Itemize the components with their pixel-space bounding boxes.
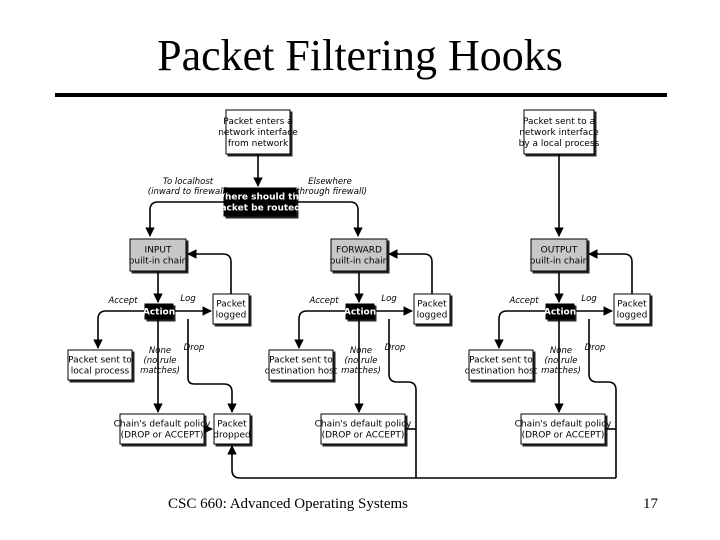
output-chain-box-rect	[530, 238, 588, 272]
input-edge-drop	[187, 319, 237, 413]
output-policy-box-rect	[520, 413, 606, 445]
page-number: 17	[643, 496, 658, 512]
slide-title: Packet Filtering Hooks	[157, 31, 563, 80]
forward-action-box-label: Action	[344, 308, 376, 318]
output-edge-accept	[494, 310, 546, 349]
input-log-label: Log	[180, 294, 196, 304]
input-policy-box: Chain's default policy(DROP or ACCEPT)	[114, 413, 211, 445]
output-policy-box: Chain's default policy(DROP or ACCEPT)	[515, 413, 612, 445]
forward-sent-box-rect	[268, 349, 334, 381]
input-action-box-rect	[144, 303, 174, 320]
route-right-label: Elsewhere(through firewall)	[293, 177, 367, 197]
edge-route-to-forward	[296, 201, 363, 237]
output-logged-box-rect	[613, 293, 651, 325]
forward-logged-box-rect	[413, 293, 451, 325]
forward-edge-accept	[294, 310, 346, 349]
output-drop-label: Drop	[585, 343, 606, 353]
output-policy-box-label: Chain's default policy(DROP or ACCEPT)	[515, 420, 612, 441]
forward-edge-logged-back	[388, 249, 433, 294]
input-policy-box-label: Chain's default policy(DROP or ACCEPT)	[114, 420, 211, 441]
title-rule	[55, 93, 667, 97]
packet-dropped-box-rect	[213, 413, 251, 445]
forward-policy-box-label: Chain's default policy(DROP or ACCEPT)	[315, 420, 412, 441]
forward-log-label: Log	[381, 294, 397, 304]
output-accept-label: Accept	[508, 296, 539, 306]
output-sent-box-rect	[468, 349, 534, 381]
forward-accept-label: Accept	[308, 296, 339, 306]
input-action-box: Action	[143, 303, 175, 320]
route-left-label: To localhost(inward to firewall)	[148, 177, 228, 197]
input-drop-label: Drop	[184, 343, 205, 353]
input-action-box-label: Action	[143, 308, 175, 318]
input-policy-box-rect	[119, 413, 205, 445]
input-edge-accept	[93, 310, 145, 349]
output-edge-drop	[588, 319, 617, 478]
forward-chain-box-rect	[330, 238, 388, 272]
edge-bottom-return	[227, 445, 616, 479]
forward-policy-box: Chain's default policy(DROP or ACCEPT)	[315, 413, 412, 445]
entry-network-box-rect	[225, 109, 291, 155]
input-chain-box-rect	[129, 238, 187, 272]
forward-policy-box-rect	[320, 413, 406, 445]
input-logged-box-rect	[212, 293, 250, 325]
route-question-box-rect	[223, 187, 297, 217]
forward-action-box-rect	[345, 303, 375, 320]
forward-edge-drop	[388, 319, 417, 478]
input-sent-box-rect	[67, 349, 133, 381]
output-log-label: Log	[581, 294, 597, 304]
forward-action-box: Action	[344, 303, 376, 320]
entry-local-box-rect	[523, 109, 595, 155]
edge-route-to-input	[145, 201, 224, 237]
output-edge-logged-back	[588, 249, 633, 294]
output-action-box: Action	[544, 303, 576, 320]
forward-drop-label: Drop	[385, 343, 406, 353]
output-action-box-label: Action	[544, 308, 576, 318]
input-edge-logged-back	[187, 249, 232, 294]
output-action-box-rect	[545, 303, 575, 320]
footer-course: CSC 660: Advanced Operating Systems	[168, 496, 408, 512]
input-accept-label: Accept	[107, 296, 138, 306]
